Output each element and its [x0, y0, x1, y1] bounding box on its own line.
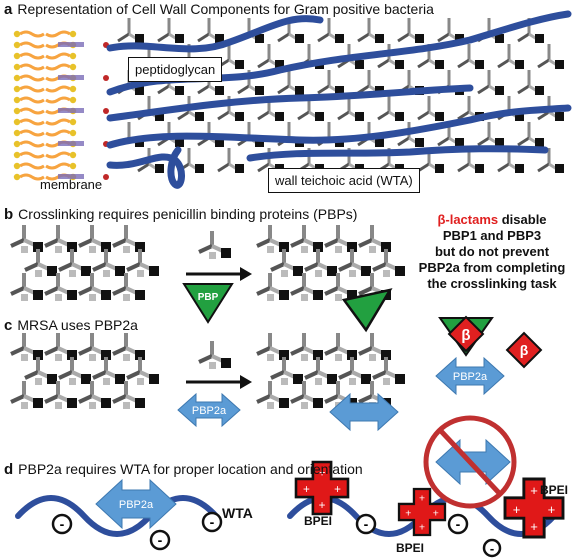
svg-text:-: -: [490, 541, 494, 556]
crosslinked-peptidoglycan: [255, 331, 407, 411]
peptide-fragment: [197, 339, 233, 371]
note-line: PBP2a from completing: [418, 260, 566, 275]
svg-text:-: -: [210, 514, 215, 530]
wta-strand: [15, 495, 219, 537]
prohibited-sign-icon: [423, 415, 517, 509]
pbp2a-enzyme-icon: PBP2a: [435, 356, 505, 396]
pbp-enzyme-icon: [341, 288, 393, 333]
panel-title: Representation of Cell Wall Components f…: [17, 1, 434, 17]
svg-text:PBP2a: PBP2a: [192, 405, 227, 417]
svg-text:PBP2a: PBP2a: [119, 499, 154, 511]
pbp2a-enzyme-icon: PBP2a: [95, 478, 177, 530]
panel-title: Crosslinking requires penicillin binding…: [18, 206, 358, 222]
note-line: but do not prevent: [434, 244, 550, 259]
note-line: PBP1 and PBP3: [442, 228, 542, 243]
wta-strand: [106, 146, 185, 189]
bpei-label: BPEI: [396, 541, 425, 555]
peptidoglycan-label: peptidoglycan: [128, 57, 223, 82]
svg-text:-: -: [364, 516, 369, 532]
negative-charge-icon: -: [482, 538, 502, 558]
negative-charge-icon: -: [355, 513, 377, 535]
crosslinked-peptidoglycan: [255, 223, 407, 303]
wta-strand: [106, 84, 474, 122]
uncrosslinked-peptidoglycan: [9, 331, 161, 411]
wta-text-label: WTA: [222, 505, 253, 521]
panel-letter: c: [4, 317, 13, 334]
wta-strand: [106, 15, 324, 53]
membrane-label: membrane: [40, 177, 103, 192]
panel-letter: a: [4, 1, 13, 18]
arrow-head: [240, 375, 252, 389]
wta-strand: [246, 145, 549, 162]
beta-lactam-note: β-lactams disable PBP1 and PBP3 but do n…: [404, 212, 579, 292]
arrow-head: [240, 267, 252, 281]
pbp2a-enzyme-icon: [329, 392, 399, 432]
note-line: the crosslinking task: [427, 276, 557, 291]
svg-text:-: -: [158, 532, 163, 548]
negative-charge-icon: -: [201, 511, 223, 533]
panel-title: PBP2a requires WTA for proper location a…: [18, 461, 363, 477]
uncrosslinked-peptidoglycan: [9, 223, 161, 303]
negative-charge-icon: -: [149, 529, 171, 551]
membrane-lipid-bilayer: [13, 30, 109, 181]
svg-text:β: β: [520, 342, 529, 358]
svg-text:-: -: [456, 516, 461, 532]
note-line: disable: [498, 212, 547, 227]
bpei-label: BPEI: [540, 483, 569, 497]
pbp-enzyme-icon: PBP: [182, 283, 234, 324]
beta-lactams-term: β-lactams: [437, 212, 499, 227]
panel-title: MRSA uses PBP2a: [17, 317, 138, 333]
wta-label: wall teichoic acid (WTA): [268, 168, 420, 193]
svg-text:PBP2a: PBP2a: [453, 371, 488, 383]
peptide-fragment: [197, 229, 233, 261]
panel-letter: d: [4, 461, 14, 478]
negative-charge-icon: -: [51, 513, 73, 535]
pbp-beta-lactam-complex: β: [438, 316, 494, 357]
pbp2a-enzyme-icon: PBP2a: [177, 392, 241, 428]
svg-text:β: β: [461, 327, 470, 344]
negative-charge-icon: -: [447, 513, 469, 535]
svg-text:-: -: [60, 516, 65, 532]
svg-text:PBP: PBP: [198, 292, 219, 303]
panel-letter: b: [4, 206, 14, 223]
wta-strand: [106, 104, 572, 149]
bpei-label: BPEI: [304, 514, 333, 528]
beta-lactam-icon: β: [506, 332, 542, 368]
